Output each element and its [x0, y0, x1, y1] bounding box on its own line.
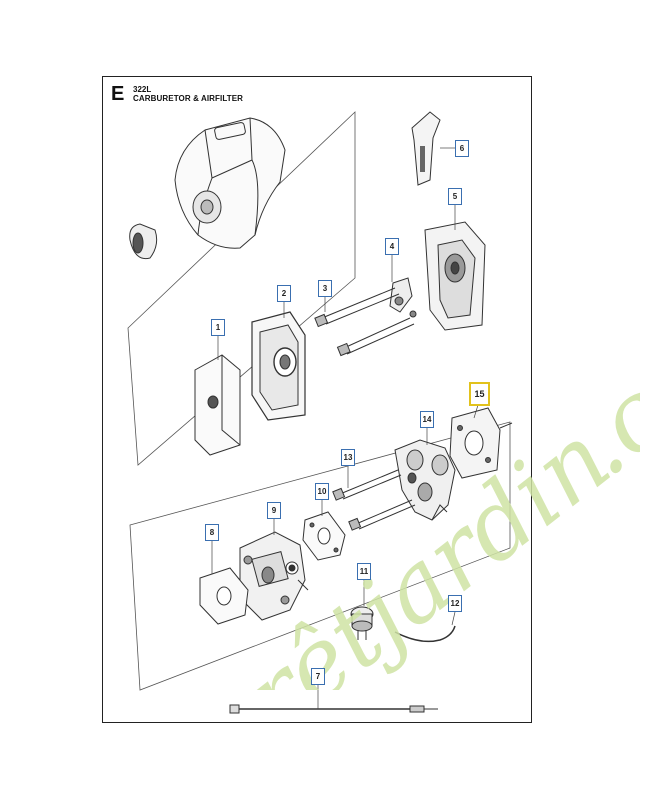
filter-housing-drawing [424, 221, 486, 331]
part-label-3[interactable]: 3 [318, 280, 332, 297]
part-label-2[interactable]: 2 [277, 285, 291, 302]
upper-frame [127, 111, 356, 466]
part-label-8[interactable]: 8 [205, 524, 219, 541]
part-label-9[interactable]: 9 [267, 502, 281, 519]
part-label-5[interactable]: 5 [448, 188, 462, 205]
part-label-14[interactable]: 14 [420, 411, 434, 428]
air-filter-cover-drawing [174, 117, 286, 249]
carburetor-gasket-drawing [302, 511, 346, 561]
part-label-15-highlighted[interactable]: 15 [469, 382, 490, 406]
fuel-line-drawing [394, 625, 456, 643]
part-label-1[interactable]: 1 [211, 319, 225, 336]
lower-frame [129, 421, 511, 691]
carburetor-drawing [239, 531, 309, 621]
part-label-10[interactable]: 10 [315, 483, 329, 500]
air-filter-drawing [194, 354, 241, 456]
screws-13-drawing [332, 469, 416, 531]
filter-gasket-drawing [251, 311, 306, 421]
diagram-caption: CARBURETOR & AIRFILTER [133, 94, 244, 103]
leader-lines [211, 147, 479, 709]
part-label-4[interactable]: 4 [385, 238, 399, 255]
bracket-drawing [389, 277, 417, 318]
model-number: 322L [133, 85, 152, 94]
intake-gasket-drawing [449, 407, 513, 479]
intake-manifold-drawing [394, 439, 456, 521]
part-label-6[interactable]: 6 [455, 140, 469, 157]
choke-lever-drawing [411, 111, 441, 186]
part-label-11[interactable]: 11 [357, 563, 371, 580]
knob-drawing [129, 223, 158, 260]
throttle-cable-drawing [229, 704, 438, 714]
part-label-13[interactable]: 13 [341, 449, 355, 466]
part-label-12[interactable]: 12 [448, 595, 462, 612]
part-label-7[interactable]: 7 [311, 668, 325, 685]
screws-3-drawing [314, 287, 415, 357]
primer-bulb-drawing [350, 606, 374, 640]
carb-gasket-drawing [199, 567, 249, 625]
section-letter: E [111, 83, 125, 105]
parts-diagram-sheet: E 322L CARBURETOR & AIRFILTER [102, 76, 532, 723]
